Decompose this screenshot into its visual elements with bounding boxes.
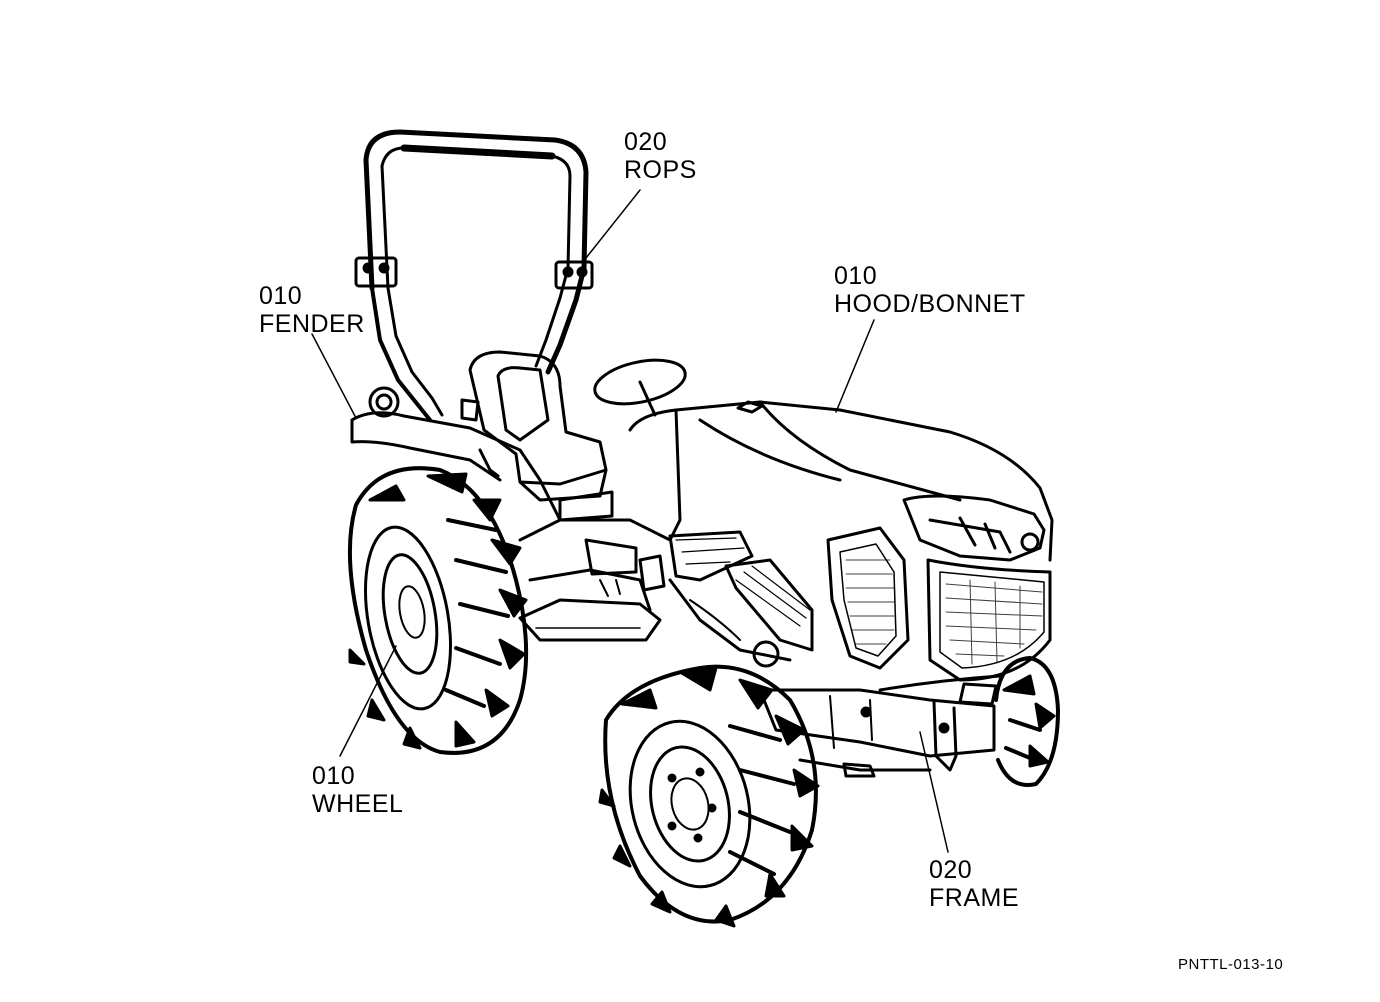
callout-wheel: 010 WHEEL bbox=[312, 762, 403, 818]
rops-frame bbox=[354, 129, 594, 422]
leader-fender bbox=[311, 333, 357, 419]
callout-hood: 010 HOOD/BONNET bbox=[834, 262, 1026, 318]
chassis-body bbox=[518, 490, 792, 668]
callout-hood-label: HOOD/BONNET bbox=[834, 290, 1026, 318]
callout-rops-code: 020 bbox=[624, 128, 668, 156]
callout-wheel-code: 010 bbox=[312, 762, 356, 790]
callout-fender-label: FENDER bbox=[259, 310, 365, 338]
callout-frame: 020 FRAME bbox=[929, 856, 1019, 912]
grille-mesh bbox=[845, 559, 1043, 665]
leader-frame bbox=[919, 731, 949, 853]
callout-rops-label: ROPS bbox=[624, 156, 697, 184]
callout-frame-label: FRAME bbox=[929, 884, 1019, 912]
leader-rops bbox=[585, 189, 641, 259]
hood-bonnet bbox=[628, 400, 1054, 682]
steering-wheel bbox=[593, 358, 687, 417]
drawing-code: PNTTL-013-10 bbox=[1178, 956, 1284, 973]
callout-rops: 020 ROPS bbox=[624, 128, 697, 184]
front-wheel bbox=[598, 664, 820, 928]
rear-wheel bbox=[347, 466, 529, 755]
leader-lines bbox=[311, 189, 949, 853]
leader-wheel bbox=[339, 645, 397, 757]
callout-fender-code: 010 bbox=[259, 282, 303, 310]
callout-frame-code: 020 bbox=[929, 856, 973, 884]
callout-hood-code: 010 bbox=[834, 262, 878, 290]
callout-wheel-label: WHEEL bbox=[312, 790, 404, 818]
front-right-wheel bbox=[994, 656, 1060, 787]
leader-hood bbox=[835, 319, 875, 413]
callout-fender: 010 FENDER bbox=[259, 282, 365, 338]
